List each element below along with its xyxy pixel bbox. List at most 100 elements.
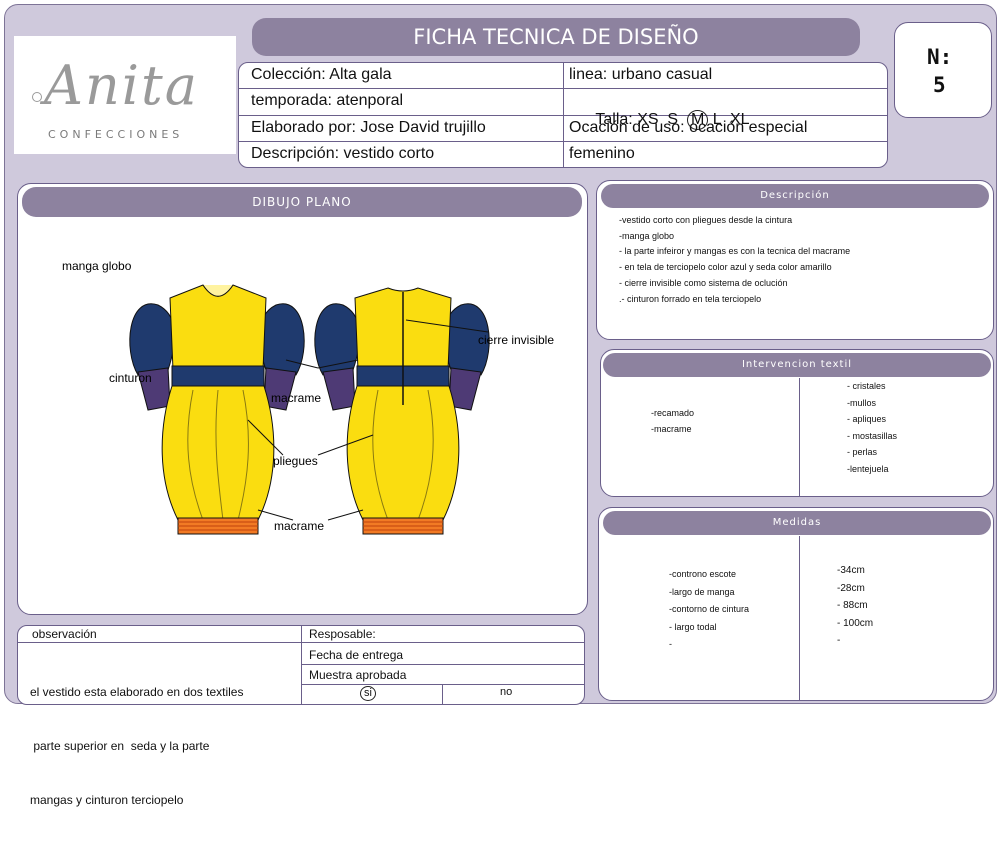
observacion-row-line: [18, 642, 301, 643]
cuff-left-back: [322, 367, 356, 411]
intervencion-right: - cristales -mullos - apliques - mostasi…: [847, 378, 897, 477]
info-row-line: [239, 115, 887, 116]
neckline-front: [202, 284, 234, 297]
macrame-pattern: [363, 521, 443, 531]
label-cierre-invisible: cierre invisible: [478, 333, 554, 347]
descripcion-item: - la parte infeiror y mangas es con la t…: [619, 246, 851, 257]
intervencion-item: - cristales: [847, 381, 886, 391]
medidas-left: -controno escote -largo de manga -contor…: [669, 566, 749, 654]
intervencion-item: - mostasillas: [847, 430, 898, 441]
dress-back: [314, 287, 490, 535]
intervencion-panel: Intervencion textil -recamado -macrame -…: [600, 349, 994, 497]
logo-subtitle: CONFECCIONES: [48, 128, 184, 141]
info-coleccion: Colección: Alta gala: [251, 66, 392, 83]
fecha-entrega-field: Fecha de entrega: [309, 648, 404, 662]
label-cinturon: cinturon: [109, 371, 152, 385]
info-elaborado: Elaborado por: Jose David trujillo: [251, 119, 486, 136]
pleat-line: [372, 389, 389, 521]
size-rest: L XL: [708, 111, 750, 128]
observacion-table: observación el vestido esta elaborado en…: [17, 625, 585, 807]
descripcion-item: -vestido corto con pliegues desde la cin…: [619, 215, 793, 225]
intervencion-divider: [799, 378, 800, 496]
flat-drawing: manga globo cierre invisible cinturon ma…: [62, 259, 554, 535]
medida-name: -: [669, 639, 672, 649]
logo: Anita CONFECCIONES: [14, 36, 236, 154]
pleat-line: [187, 389, 204, 521]
info-linea: linea: urbano casual: [569, 66, 713, 83]
approval-si-option[interactable]: si: [360, 686, 376, 701]
intervencion-item: -mullos: [847, 397, 877, 408]
pleat-line: [417, 389, 434, 521]
leader-macrame-bottom: [257, 509, 294, 521]
descripcion-title-bar: Descripción: [601, 184, 989, 208]
skirt-back: [346, 385, 460, 521]
label-manga-globo: manga globo: [62, 259, 132, 273]
medida-value: - 100cm: [837, 617, 874, 629]
bodice-front: [169, 284, 267, 371]
number-box: N: 5: [894, 22, 992, 118]
approval-col-line: [442, 684, 443, 704]
label-macrame-top: macrame: [271, 391, 321, 405]
descripcion-item: - en tela de terciopelo color azul y sed…: [619, 262, 832, 273]
intervencion-item: - perlas: [847, 447, 878, 457]
info-descripcion: Descripción: vestido corto: [251, 145, 435, 162]
descripcion-item: -manga globo: [619, 230, 675, 241]
observacion-line: parte superior en seda y la parte: [30, 739, 210, 753]
talla-label: Talla: XS S: [595, 111, 687, 128]
leader-pliegues: [317, 434, 374, 456]
intervencion-left: -recamado -macrame: [651, 406, 694, 437]
pleat-line: [237, 389, 249, 521]
medida-value: -: [837, 635, 841, 646]
medida-name: -controno escote: [669, 569, 737, 579]
descripcion-item: - cierre invisible como sistema de ocluc…: [619, 277, 788, 288]
logo-script: Anita: [44, 54, 199, 117]
intervencion-item: -recamado: [651, 408, 695, 418]
medida-name: -contorno de cintura: [669, 604, 750, 614]
medida-value: -34cm: [837, 565, 865, 576]
medida-value: - 88cm: [837, 600, 868, 611]
intervencion-title-bar: Intervencion textil: [603, 353, 991, 377]
descripcion-item: .- cinturon forrado en tela terciopelo: [619, 293, 762, 304]
dress-front: [129, 284, 305, 535]
intervencion-item: -macrame: [651, 423, 692, 434]
logo-ornament: [32, 92, 42, 102]
leader-macrame-top: [317, 359, 359, 369]
intervencion-item: -lentejuela: [847, 463, 889, 474]
drawing-title-bar: DIBUJO PLANO: [22, 187, 582, 217]
info-row-line: [239, 88, 887, 89]
page-title: FICHA TECNICA DE DISEÑO: [252, 18, 860, 56]
sleeve-left-front: [129, 303, 176, 376]
skirt-front: [161, 385, 275, 521]
responsable-field: Resposable:: [309, 627, 376, 641]
descripcion-list: -vestido corto con pliegues desde la cin…: [619, 213, 850, 307]
macrame-pattern: [178, 521, 258, 531]
leader-pliegues: [247, 419, 284, 456]
observacion-text: el vestido esta elaborado en dos textile…: [30, 647, 243, 845]
label-macrame-bottom: macrame: [274, 519, 324, 533]
belt-front: [171, 365, 265, 387]
approval-no-option[interactable]: no: [500, 686, 513, 698]
medida-name: -largo de manga: [669, 586, 735, 597]
info-temporada: temporada: atenporal: [251, 92, 404, 109]
observacion-divider: [301, 626, 302, 704]
info-table: Colección: Alta gala temporada: atenpora…: [238, 62, 888, 168]
number-value: 5: [933, 73, 946, 97]
number-label: N:: [927, 45, 953, 69]
descripcion-panel: Descripción -vestido corto con pliegues …: [596, 180, 994, 340]
info-row-line: [239, 141, 887, 142]
medida-name: - largo todal: [669, 621, 717, 632]
tech-sheet: Anita CONFECCIONES FICHA TECNICA DE DISE…: [4, 4, 997, 807]
info-talla: Talla: XS S M L XL: [569, 92, 750, 148]
sleeve-right-front: [258, 303, 305, 376]
info-ocacion: Ocación de uso: ocación especial: [569, 119, 808, 136]
label-pliegues: pliegues: [273, 454, 318, 468]
info-genero: femenino: [569, 145, 635, 162]
leader-macrame-top: [285, 359, 319, 369]
intervencion-item: - apliques: [847, 414, 887, 424]
medida-value: -28cm: [837, 582, 865, 594]
leader-macrame-bottom: [327, 509, 364, 521]
pleat-line: [215, 389, 224, 521]
approval-row-line: [301, 664, 584, 665]
medidas-divider: [799, 536, 800, 700]
medidas-panel: Medidas -controno escote -largo de manga…: [598, 507, 994, 701]
